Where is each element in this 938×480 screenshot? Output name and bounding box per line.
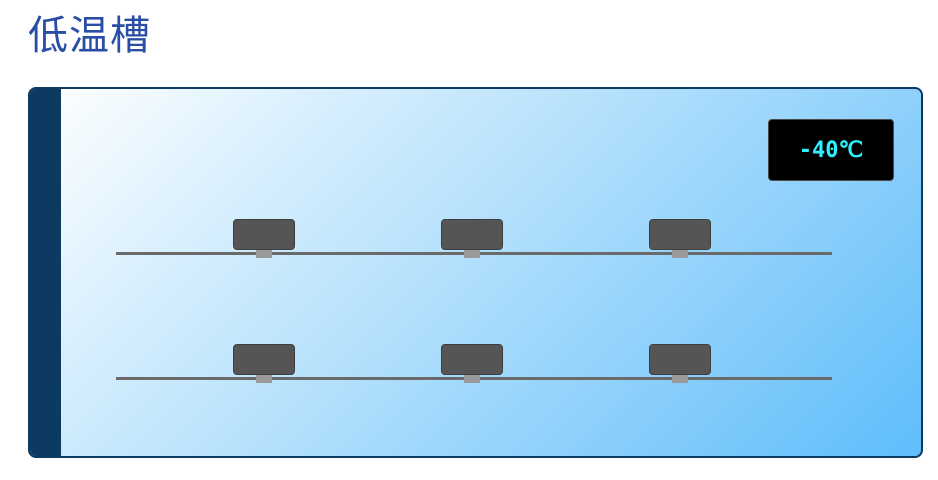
sample-device xyxy=(233,219,295,259)
sample-body xyxy=(649,344,711,375)
sample-device xyxy=(649,344,711,384)
sample-body xyxy=(441,219,503,250)
sample-connector xyxy=(256,375,272,383)
sample-connector xyxy=(672,375,688,383)
sample-connector xyxy=(464,375,480,383)
sample-device xyxy=(441,219,503,259)
sample-body xyxy=(233,344,295,375)
temperature-readout: -40℃ xyxy=(798,137,864,163)
sample-connector xyxy=(464,250,480,258)
sample-device xyxy=(649,219,711,259)
sample-connector xyxy=(256,250,272,258)
sample-device xyxy=(233,344,295,384)
sample-connector xyxy=(672,250,688,258)
chamber-door-edge xyxy=(30,89,61,456)
sample-body xyxy=(649,219,711,250)
temperature-display: -40℃ xyxy=(768,119,894,181)
sample-device xyxy=(441,344,503,384)
sample-body xyxy=(441,344,503,375)
chamber-interior: -40℃ xyxy=(28,87,923,458)
page-title: 低温槽 xyxy=(28,13,151,59)
sample-body xyxy=(233,219,295,250)
